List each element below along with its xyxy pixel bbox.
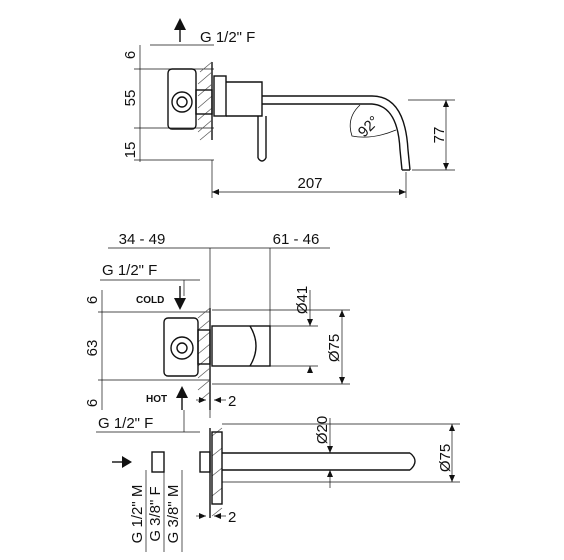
handle-escutcheon	[211, 325, 318, 367]
dim-207: 207	[297, 175, 322, 192]
dia-75-upper: Ø75	[326, 334, 343, 362]
dia-20: Ø20	[314, 416, 331, 444]
hot-label: HOT	[146, 394, 167, 405]
dim-6-cold: 6	[84, 296, 101, 304]
fitting	[145, 451, 183, 552]
top-thread-label: G 1/2" F	[200, 29, 255, 46]
dim-6-top: 6	[122, 51, 139, 59]
dim-77: 77	[431, 127, 448, 144]
down-arrow-icon	[174, 286, 186, 310]
dim-2-upper: 2	[228, 393, 236, 410]
cold-label: COLD	[136, 295, 164, 306]
up-arrow-icon	[176, 386, 188, 410]
dim-6-hot: 6	[84, 399, 101, 407]
dia-41: Ø41	[294, 286, 311, 314]
valve-body	[167, 68, 213, 130]
top-view: G 1/2" F 6 55 15	[122, 18, 455, 198]
dim-15: 15	[122, 142, 139, 159]
lower-spout	[199, 427, 416, 518]
dim-63: 63	[84, 340, 101, 357]
up-arrow-icon	[174, 18, 186, 42]
spout	[213, 75, 411, 171]
hot-thread-label: G 1/2" F	[98, 415, 153, 432]
wall-hatch-bottom	[197, 307, 211, 410]
bottom-view: 34 - 49 61 - 46 G 1/2" F 6 63 6 COLD	[84, 231, 460, 552]
dim-55: 55	[122, 90, 139, 107]
fitting-g12m: G 1/2" M	[129, 485, 146, 544]
dim-61-46: 61 - 46	[273, 231, 320, 248]
fitting-g38f: G 3/8" F	[147, 486, 164, 541]
cold-thread-label: G 1/2" F	[102, 262, 157, 279]
right-arrow-icon	[112, 456, 132, 468]
dia-75-lower: Ø75	[437, 444, 454, 472]
dim-34-49: 34 - 49	[119, 231, 166, 248]
fitting-g38m: G 3/8" M	[165, 485, 182, 544]
dim-2-lower: 2	[228, 509, 236, 526]
valve-body-bottom	[163, 317, 211, 377]
